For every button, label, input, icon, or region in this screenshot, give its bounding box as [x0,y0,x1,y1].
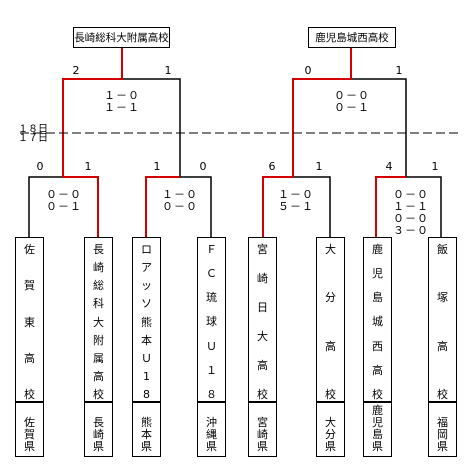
team-box-1: 佐賀東高校 [15,237,44,402]
team-name: 鹿児島城西高校 [372,243,383,401]
team-name: 宮崎日大高校 [257,243,268,401]
half-score: ５－１ [278,200,314,213]
team-prefecture: 沖縄県 [206,416,217,453]
half-score: ０－０ [162,200,198,213]
pref-box-8: 福岡県 [428,402,457,457]
bracket-line [351,78,407,177]
champion-box-1: 長崎総科大附属高校 [73,27,170,48]
team-prefecture: 佐賀県 [24,416,35,453]
bracket-line [293,176,331,237]
halves-semifinal-1: １－０ １－１ [104,90,140,114]
bracket-line [180,176,212,237]
half-score: １－０ [162,188,198,201]
halves-r1-3: １－０ ５－１ [278,189,314,213]
half-score: ０－０ [334,89,370,102]
winner-line [375,176,406,237]
team-name: 大分高校 [325,243,336,401]
team-prefecture: 大分県 [325,416,336,453]
half-score: １－１ [104,101,140,114]
score-r1-4-right: 1 [431,160,439,173]
team-prefecture: 鹿児島県 [372,404,383,453]
half-score: ３－０ [393,224,429,237]
score-r1-3-right: 1 [315,160,323,173]
score-r1-1-left: 0 [36,160,44,173]
score-semifinal-1-left: 2 [72,64,80,77]
score-r1-1-right: 1 [84,160,92,173]
half-score: １－１ [393,200,429,213]
score-r1-4-left: 4 [385,160,393,173]
winner-line [62,47,123,177]
team-prefecture: 福岡県 [437,416,448,453]
team-prefecture: 熊本県 [141,416,152,453]
pref-box-3: 熊本県 [132,402,161,457]
pref-box-5: 宮崎県 [248,402,277,457]
team-name: 佐賀東高校 [24,243,35,401]
winner-line [145,176,180,237]
team-box-7: 鹿児島城西高校 [363,237,392,402]
half-score: ０－０ [393,212,429,225]
half-score: １－０ [278,188,314,201]
halves-semifinal-2: ０－０ ０－１ [334,90,370,114]
score-semifinal-2-left: 0 [304,64,312,77]
team-box-5: 宮崎日大高校 [248,237,277,402]
bracket-line [406,176,442,237]
pref-box-7: 鹿児島県 [363,402,392,457]
pref-box-1: 佐賀県 [15,402,44,457]
pref-box-2: 長崎県 [84,402,113,457]
team-prefecture: 長崎県 [93,416,104,453]
date-semifinal: １８日 [18,124,48,135]
halves-r1-1: ０－０ ０－１ [46,189,82,213]
score-r1-2-left: 1 [153,160,161,173]
half-score: ０－０ [46,188,82,201]
bracket-line [122,78,181,177]
winner-line [262,176,293,237]
team-name: 飯塚高校 [437,243,448,401]
half-score: ０－０ [393,188,429,201]
team-prefecture: 宮崎県 [257,416,268,453]
score-r1-2-right: 0 [199,160,207,173]
winner-line [63,176,99,237]
score-semifinal-2-right: 1 [395,64,403,77]
winner-line [292,47,352,177]
score-r1-3-left: 6 [268,160,276,173]
bracket-line [28,176,63,237]
team-box-6: 大分高校 [316,237,345,402]
score-semifinal-1-right: 1 [164,64,172,77]
half-score: １－０ [104,89,140,102]
pref-box-6: 大分県 [316,402,345,457]
pref-box-4: 沖縄県 [197,402,226,457]
half-score: ０－１ [334,101,370,114]
team-box-8: 飯塚高校 [428,237,457,402]
halves-r1-4: ０－０ １－１ ０－０ ３－０ [393,189,429,237]
team-name: 長崎総科大附属高校 [93,243,104,401]
date-first-round: １７日 [18,133,48,144]
team-box-2: 長崎総科大附属高校 [84,237,113,402]
half-score: ０－１ [46,200,82,213]
champion-box-2: 鹿児島城西高校 [308,27,396,48]
halves-r1-2: １－０ ０－０ [162,189,198,213]
